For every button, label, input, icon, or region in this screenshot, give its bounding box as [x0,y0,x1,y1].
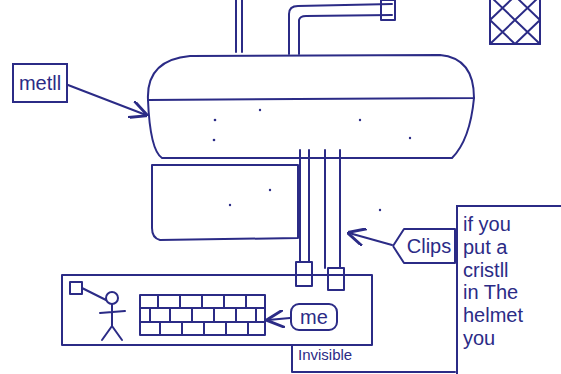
leader-arrow [349,233,392,245]
helmet-body [148,98,474,158]
node-text: metll [19,73,61,93]
helmet-dome [148,55,474,100]
bottom-panel [62,275,372,345]
bricks [140,295,265,335]
stick-head [106,292,118,304]
note-box: if you put a cristll in The helmet you [456,205,561,374]
clip-strap [299,150,301,262]
clip [328,268,344,290]
clip-strap [339,150,341,268]
panel-tab [292,345,455,372]
crate-cross [490,0,540,44]
stick-figure [100,304,125,340]
self-label-box: me [290,303,338,331]
pointer-line [82,288,106,300]
crate [490,0,540,44]
pipe-end [381,0,395,20]
node-text: if you put a cristll in The helmet you [463,213,529,350]
leader-arrow [68,85,146,115]
node-text: me [300,307,328,327]
brick-wall [140,295,265,335]
clip-strap [324,150,326,268]
small-square [70,282,82,294]
effect-label: Invisible [298,346,352,363]
part-label-box: metll [12,63,68,103]
clip-strap [308,150,310,262]
rod [241,0,243,52]
dots [213,109,411,211]
rod [235,0,237,52]
leader-arrow [268,318,290,320]
pipe [299,15,392,54]
node-text: Clips [407,236,451,256]
part-label-tag: Clips [392,228,456,264]
tag-outline-path [393,229,455,263]
helmet-visor [152,165,298,240]
pipe [289,4,392,54]
